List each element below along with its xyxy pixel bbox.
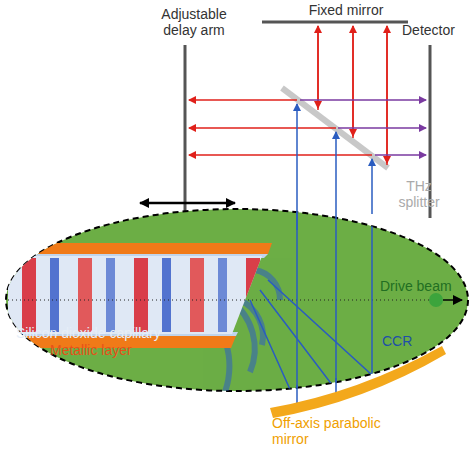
delay-arrow (140, 202, 235, 205)
detector-label: Detector (402, 22, 470, 38)
ccr-rays (250, 100, 372, 405)
wakefield-pattern (8, 256, 268, 334)
delay-arm-label: Adjustable delay arm (146, 6, 242, 38)
fixed-mirror (262, 21, 408, 24)
delay-mirror (184, 45, 187, 215)
wakefield-stripe (134, 258, 148, 332)
ccr-label: CCR (382, 333, 432, 349)
parabolic-mirror (270, 346, 446, 418)
drive-beam-bunch (429, 293, 443, 307)
wakefield-stripe (162, 258, 171, 332)
fixed-mirror-label: Fixed mirror (296, 2, 396, 18)
drive-beam-arrow (443, 299, 462, 301)
wakefield-stripe (246, 258, 260, 332)
red-beams (189, 26, 387, 165)
wakefield-stripe (190, 258, 204, 332)
drive-beam-label: Drive beam (380, 278, 470, 294)
splitter-label: THz splitter (394, 178, 444, 210)
wakefield-stripe (22, 258, 36, 332)
wakefield-stripe (218, 258, 227, 332)
metallic-layer-top (8, 243, 272, 254)
inset-ellipse (6, 209, 468, 391)
wakefield-stripe (106, 258, 115, 332)
wakefield-stripe (78, 258, 92, 332)
wakefield-stripe (50, 258, 59, 332)
metallic-layer-label: Metallic layer (50, 342, 190, 358)
purple-beams (300, 100, 426, 155)
parabolic-mirror-label: Off-axis parabolic mirror (272, 415, 392, 447)
capillary-label: Silicon dioxide capillary (16, 325, 216, 341)
ccr-rays-upper (297, 104, 372, 408)
